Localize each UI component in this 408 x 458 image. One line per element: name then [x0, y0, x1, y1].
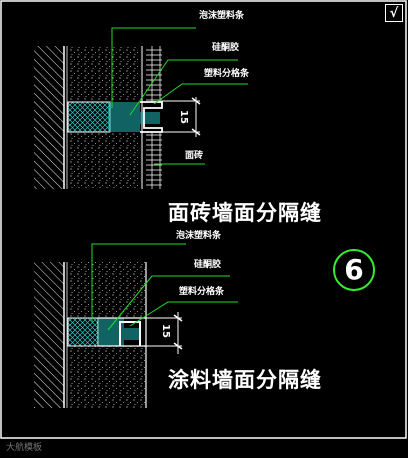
bottom-dim-tick-2 — [173, 342, 183, 350]
top-detail-title: 面砖墙面分隔缝 — [168, 201, 322, 225]
bottom-divider-strip — [119, 321, 141, 346]
top-callout-silicone — [129, 59, 238, 116]
top-dim-tick-1 — [191, 97, 201, 105]
bottom-wall-hatch — [34, 262, 64, 408]
top-detail-section — [34, 27, 248, 189]
detail-number-badge: 6 — [333, 249, 375, 291]
top-divider-strip — [140, 101, 163, 133]
top-plaster-lower — [68, 132, 140, 189]
bottom-callout-silicone — [107, 275, 230, 331]
top-sealant — [108, 102, 160, 132]
bottom-dimension-value: 15 — [160, 324, 171, 338]
bottom-detail-section — [34, 243, 238, 408]
check-icon[interactable]: √ — [385, 4, 403, 22]
bottom-plaster-upper — [68, 262, 146, 318]
top-callout-plastic — [153, 83, 248, 105]
bottom-label-silicone: 硅酮胶 — [194, 260, 222, 270]
bottom-plaster-lower — [68, 346, 146, 408]
bottom-label-foam-strip: 泡沫塑料条 — [176, 231, 222, 241]
bottom-callout-plastic — [129, 301, 238, 327]
top-callout-foam — [111, 27, 196, 108]
bottom-dim-tick-1 — [173, 314, 183, 322]
drawing-border — [0, 0, 407, 439]
top-wall-hatch — [34, 46, 64, 189]
top-dim-tick-2 — [191, 128, 201, 136]
top-tile-lower — [146, 132, 162, 189]
watermark: 大航模板 — [6, 443, 43, 453]
top-label-foam-strip: 泡沫塑料条 — [199, 11, 245, 21]
bottom-callout-foam — [91, 243, 186, 322]
top-plaster-upper — [68, 46, 140, 101]
top-label-plastic-strip: 塑料分格条 — [204, 69, 250, 79]
top-label-tile: 面砖 — [185, 151, 204, 161]
bottom-label-plastic-strip: 塑料分格条 — [179, 287, 225, 297]
bottom-foam-strip — [67, 317, 99, 347]
top-dimension-value: 15 — [178, 110, 189, 124]
bottom-detail-title: 涂料墙面分隔缝 — [168, 368, 322, 392]
top-foam-strip — [67, 101, 111, 133]
top-tile-upper — [146, 46, 162, 102]
top-label-silicone: 硅酮胶 — [212, 43, 240, 53]
